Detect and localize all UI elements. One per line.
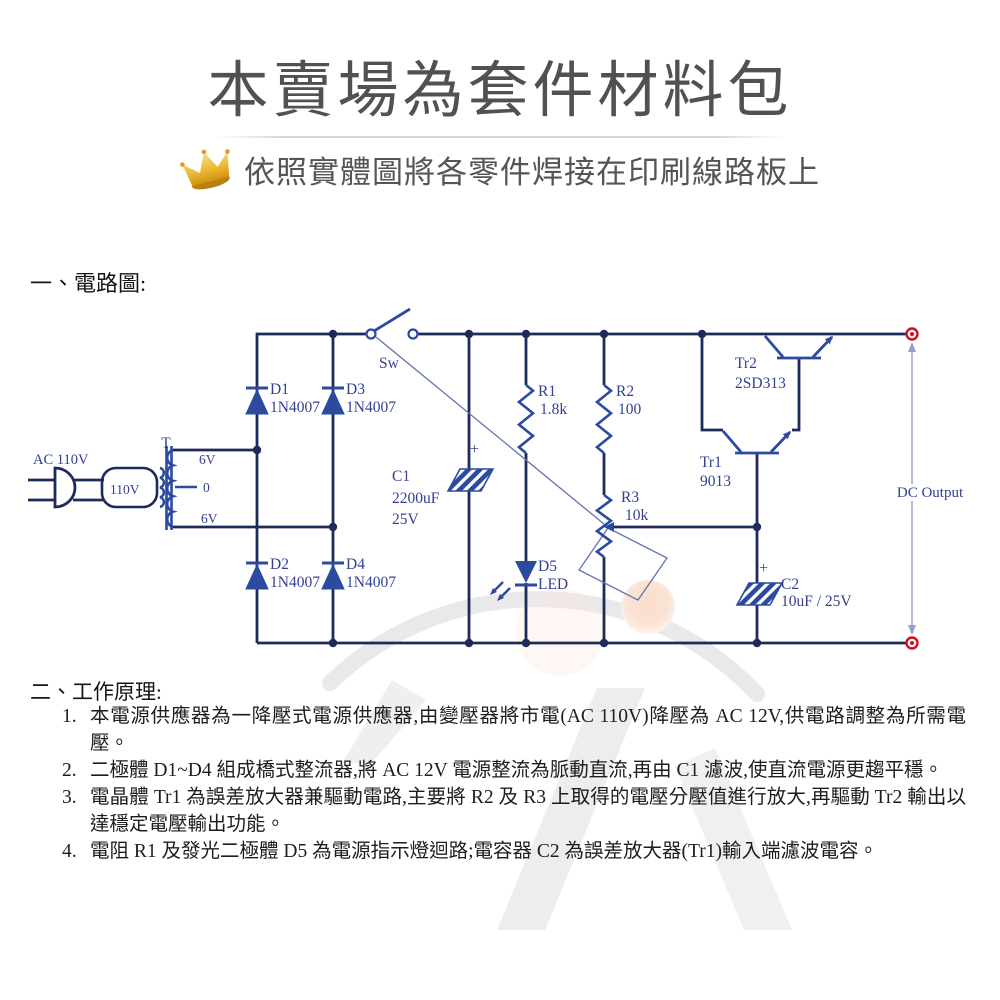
transformer-primary-label: 110V <box>110 482 140 497</box>
transformer-ref: T <box>161 435 171 452</box>
dc-output-label: DC Output <box>897 485 964 501</box>
d3-ref: D3 <box>346 381 365 398</box>
d2-part: 1N4007 <box>270 574 320 591</box>
c1-polarity: + <box>470 441 479 458</box>
principle-list: 1. 本電源供應器為一降壓式電源供應器,由變壓器將市電(AC 110V)降壓為 … <box>62 703 966 865</box>
principle-item: 2. 二極體 D1~D4 組成橋式整流器,將 AC 12V 電源整流為脈動直流,… <box>62 757 966 784</box>
transistor-tr2: Tr2 2SD313 <box>735 335 834 392</box>
diode-d1: D1 1N4007 <box>245 381 320 416</box>
r1-ref: R1 <box>538 383 556 400</box>
principle-section-heading: 二、工作原理: <box>30 680 162 704</box>
dc-output: DC Output <box>888 327 972 650</box>
ac-plug-symbol: AC 110V <box>33 452 89 509</box>
principle-item: 3. 電晶體 Tr1 為誤差放大器兼驅動電路,主要將 R2 及 R3 上取得的電… <box>62 784 966 838</box>
secondary-center-label: 0 <box>203 480 210 495</box>
ac-source-label: AC 110V <box>33 452 89 468</box>
tr1-ref: Tr1 <box>700 454 722 471</box>
principle-text: 二極體 D1~D4 組成橋式整流器,將 AC 12V 電源整流為脈動直流,再由 … <box>90 760 944 781</box>
principle-number: 4. <box>62 841 77 862</box>
potentiometer-r3: R3 10k <box>594 489 649 559</box>
subtitle-row: 依照實體圖將各零件焊接在印刷線路板上 <box>0 146 1000 192</box>
c1-ref: C1 <box>392 468 410 485</box>
junction-dots <box>252 329 762 648</box>
r2-value: 100 <box>618 401 642 418</box>
switch-symbol: Sw <box>365 307 419 372</box>
tr2-ref: Tr2 <box>735 355 757 372</box>
secondary-top-label: 6V <box>199 452 216 467</box>
output-terminal-negative <box>905 636 919 650</box>
principle-text: 電阻 R1 及發光二極體 D5 為電源指示燈迴路;電容器 C2 為誤差放大器(T… <box>90 841 878 862</box>
d1-part: 1N4007 <box>270 399 320 416</box>
principle-number: 3. <box>62 787 77 808</box>
d5-part: LED <box>538 576 568 593</box>
capacitor-c2: + C2 10uF / 25V <box>735 560 852 610</box>
resistor-r2: R2 100 <box>594 383 642 455</box>
crown-icon <box>180 149 230 190</box>
d1-ref: D1 <box>270 381 289 398</box>
d4-ref: D4 <box>346 556 365 573</box>
transistor-tr1: Tr1 9013 <box>700 430 792 490</box>
principle-text: 本電源供應器為一降壓式電源供應器,由變壓器將市電(AC 110V)降壓為 AC … <box>90 706 966 754</box>
secondary-bottom-label: 6V <box>201 511 218 526</box>
page-title: 本賣場為套件材料包 <box>207 56 793 124</box>
c1-value: 2200uF <box>392 490 440 507</box>
output-terminal-positive <box>905 327 919 341</box>
principle-item: 1. 本電源供應器為一降壓式電源供應器,由變壓器將市電(AC 110V)降壓為 … <box>62 703 966 757</box>
diode-d3: D3 1N4007 <box>321 381 396 416</box>
r3-ref: R3 <box>621 489 639 506</box>
switch-label: Sw <box>379 355 400 372</box>
c2-ref: C2 <box>781 576 799 593</box>
principle-number: 2. <box>62 760 77 781</box>
d4-part: 1N4007 <box>346 574 396 591</box>
d2-ref: D2 <box>270 556 289 573</box>
circuit-diagram: AC 110V 110V T 6V 0 6V <box>28 307 972 650</box>
r1-value: 1.8k <box>540 401 567 418</box>
r2-ref: R2 <box>616 383 634 400</box>
page-subtitle: 依照實體圖將各零件焊接在印刷線路板上 <box>244 154 820 190</box>
c1-voltage: 25V <box>392 511 420 528</box>
diode-d2: D2 1N4007 <box>245 556 320 591</box>
c2-polarity: + <box>759 560 768 577</box>
principle-text: 電晶體 Tr1 為誤差放大器兼驅動電路,主要將 R2 及 R3 上取得的電壓分壓… <box>90 787 966 835</box>
circuit-section-heading: 一、電路圖: <box>30 271 147 296</box>
led-d5: D5 LED <box>490 558 568 601</box>
d3-part: 1N4007 <box>346 399 396 416</box>
principle-number: 1. <box>62 706 77 727</box>
title-divider <box>215 136 785 138</box>
transformer-symbol: 110V T 6V 0 6V <box>100 435 218 530</box>
d5-ref: D5 <box>538 558 557 575</box>
diode-d4: D4 1N4007 <box>321 556 396 591</box>
c2-value: 10uF / 25V <box>781 593 852 610</box>
resistor-r1: R1 1.8k <box>516 383 567 455</box>
r3-value: 10k <box>625 507 649 524</box>
tr1-part: 9013 <box>700 473 731 490</box>
principle-item: 4. 電阻 R1 及發光二極體 D5 為電源指示燈迴路;電容器 C2 為誤差放大… <box>62 838 966 865</box>
capacitor-c1: + C1 2200uF 25V <box>392 441 495 528</box>
callout-line <box>375 336 668 601</box>
tr2-part: 2SD313 <box>735 375 786 392</box>
